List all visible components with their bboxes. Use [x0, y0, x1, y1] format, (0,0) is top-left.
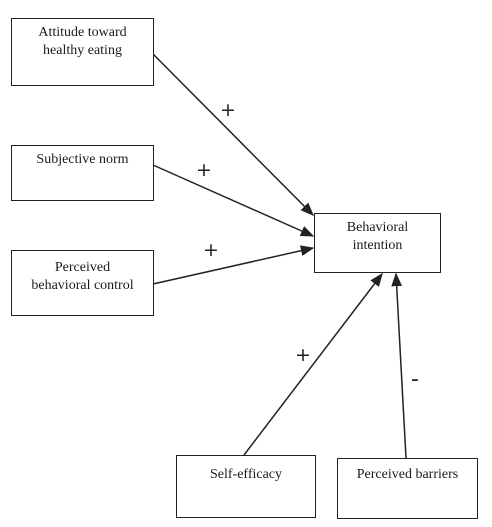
node-barriers: Perceived barriers [337, 458, 478, 519]
node-intention: Behavioral intention [314, 213, 441, 273]
node-intention-label: Behavioral intention [346, 220, 409, 253]
node-self-efficacy-label: Self-efficacy [209, 467, 283, 482]
node-barriers-label: Perceived barriers [356, 467, 459, 482]
node-attitude-label: Attitude toward healthy eating [38, 25, 127, 58]
node-subjective-norm-label: Subjective norm [36, 152, 129, 167]
node-subjective-norm: Subjective norm [11, 145, 154, 201]
sign-self-efficacy: + [295, 344, 311, 366]
sign-perceived-control: + [203, 239, 219, 261]
arrow-norm-to-intention [152, 164, 315, 237]
sign-barriers: - [411, 367, 419, 392]
node-perceived-control: Perceived behavioral control [11, 250, 154, 316]
arrow-selfefficacy-to-intention [243, 272, 383, 456]
sign-attitude: + [220, 99, 236, 121]
arrow-attitude-to-intention [152, 53, 314, 216]
arrow-barriers-to-intention [391, 272, 407, 459]
arrow-pbc-to-intention [152, 245, 315, 285]
node-self-efficacy: Self-efficacy [176, 455, 316, 518]
node-perceived-control-label: Perceived behavioral control [31, 260, 134, 293]
node-attitude: Attitude toward healthy eating [11, 18, 154, 86]
sign-subjective-norm: + [196, 159, 212, 181]
